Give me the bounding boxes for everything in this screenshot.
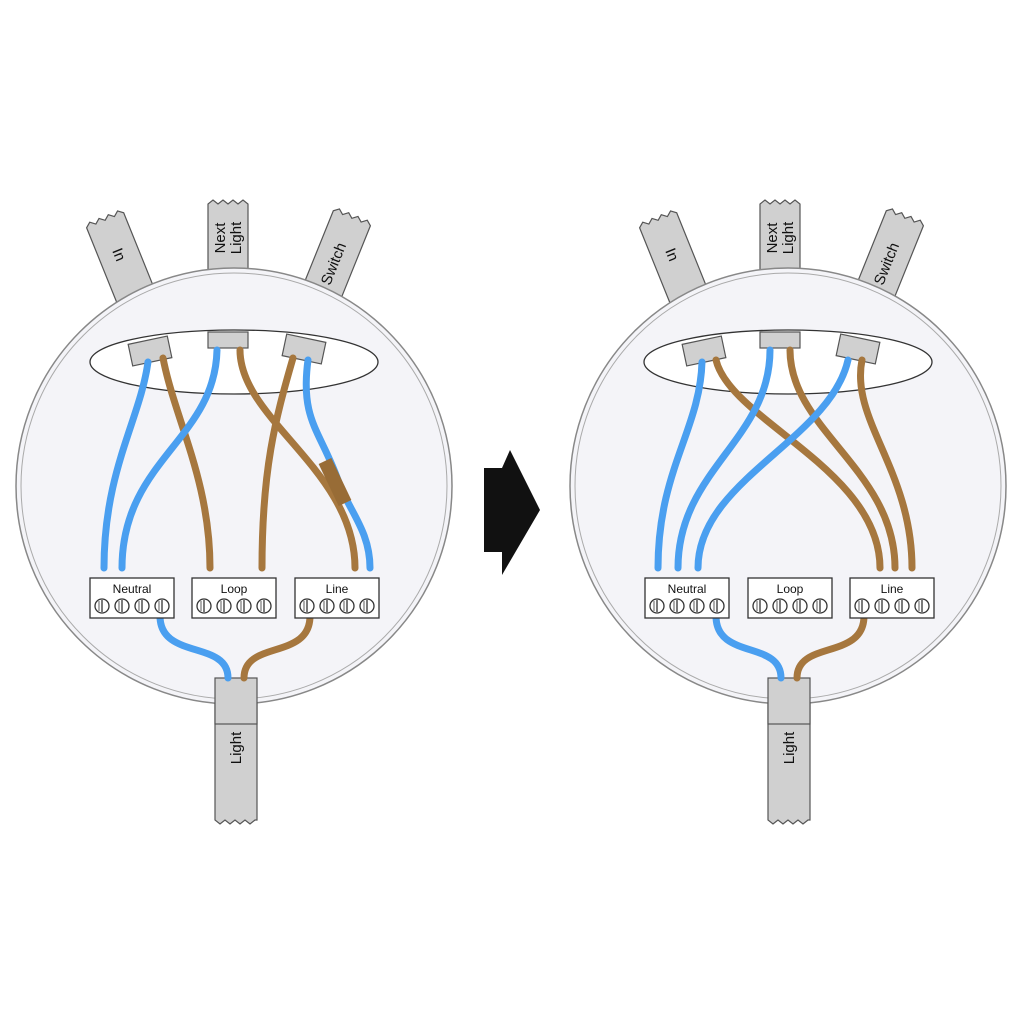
left-cable-next-label: Next: [212, 222, 229, 254]
right-cable-next-label: Next: [764, 222, 781, 254]
right-terminal-neutral-label: Neutral: [668, 582, 707, 596]
left-wires: [100, 346, 374, 682]
right-terminal-loop: Loop: [747, 577, 833, 619]
right-terminal-neutral: Neutral: [644, 577, 730, 619]
right-diagram: In Next Light Switch Light: [569, 199, 1007, 825]
right-terminal-line: Line: [849, 577, 935, 619]
left-terminal-neutral-label: Neutral: [113, 582, 152, 596]
right-cable-in: In: [638, 210, 712, 312]
left-cable-next-light: Next Light: [207, 199, 249, 271]
left-terminal-line-label: Line: [326, 582, 349, 596]
left-terminal-loop-label: Loop: [221, 582, 248, 596]
left-cable-light-label: Light: [228, 221, 245, 254]
left-cable-light-bottom-label: Light: [228, 731, 245, 764]
right-cable-in-label: In: [661, 246, 681, 264]
right-cable-next-light: Next Light: [759, 199, 801, 271]
right-wires: [654, 346, 916, 682]
left-terminal-loop: Loop: [191, 577, 277, 619]
right-cable-light-label: Light: [780, 221, 797, 254]
arrow-right-icon: [484, 450, 540, 575]
left-diagram: In Next Light Switch Light: [15, 199, 453, 825]
right-terminal-line-label: Line: [881, 582, 904, 596]
left-cable-in: In: [85, 210, 159, 312]
left-terminal-line: Line: [294, 577, 380, 619]
right-terminal-loop-label: Loop: [777, 582, 804, 596]
left-cable-in-label: In: [108, 246, 128, 264]
right-sheath-stubs: [681, 331, 881, 367]
right-cable-light-bottom-label: Light: [781, 731, 798, 764]
left-terminal-neutral: Neutral: [89, 577, 175, 619]
left-brown-sleeve-icon: [318, 457, 352, 507]
